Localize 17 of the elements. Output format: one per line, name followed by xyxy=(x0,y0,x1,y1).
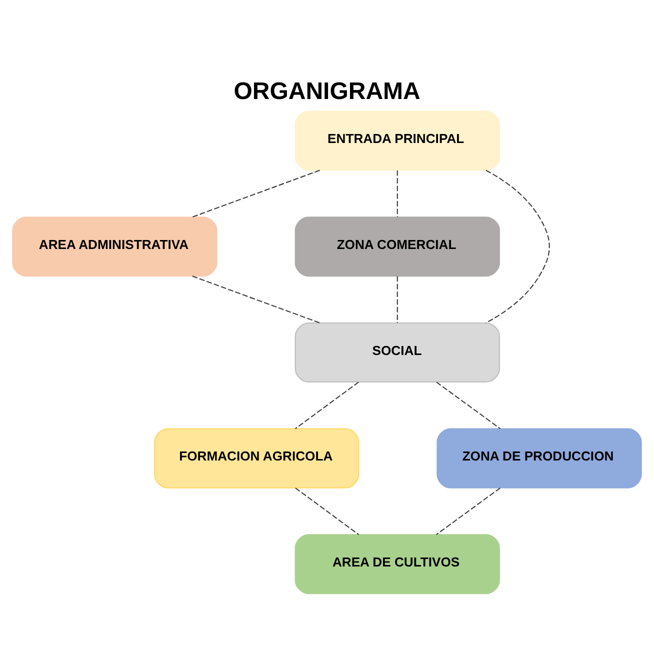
node-box: ZONA DE PRODUCCION xyxy=(436,428,642,488)
node-box: ZONA COMERCIAL xyxy=(294,216,500,277)
diagram-title: ORGANIGRAMA xyxy=(234,78,420,105)
node-box: ENTRADA PRINCIPAL xyxy=(294,110,500,171)
connector xyxy=(486,170,550,324)
connector xyxy=(295,488,359,535)
connector xyxy=(192,276,320,324)
connector xyxy=(436,382,501,430)
node-box: AREA DE CULTIVOS xyxy=(294,534,500,594)
connector xyxy=(396,276,398,323)
connector xyxy=(295,382,359,430)
node-box: SOCIAL xyxy=(294,322,500,382)
connector xyxy=(192,170,320,218)
connector xyxy=(396,170,398,217)
node-box: AREA ADMINISTRATIVA xyxy=(12,216,218,277)
connector xyxy=(436,488,500,535)
node-box: FORMACION AGRICOLA xyxy=(154,428,360,488)
